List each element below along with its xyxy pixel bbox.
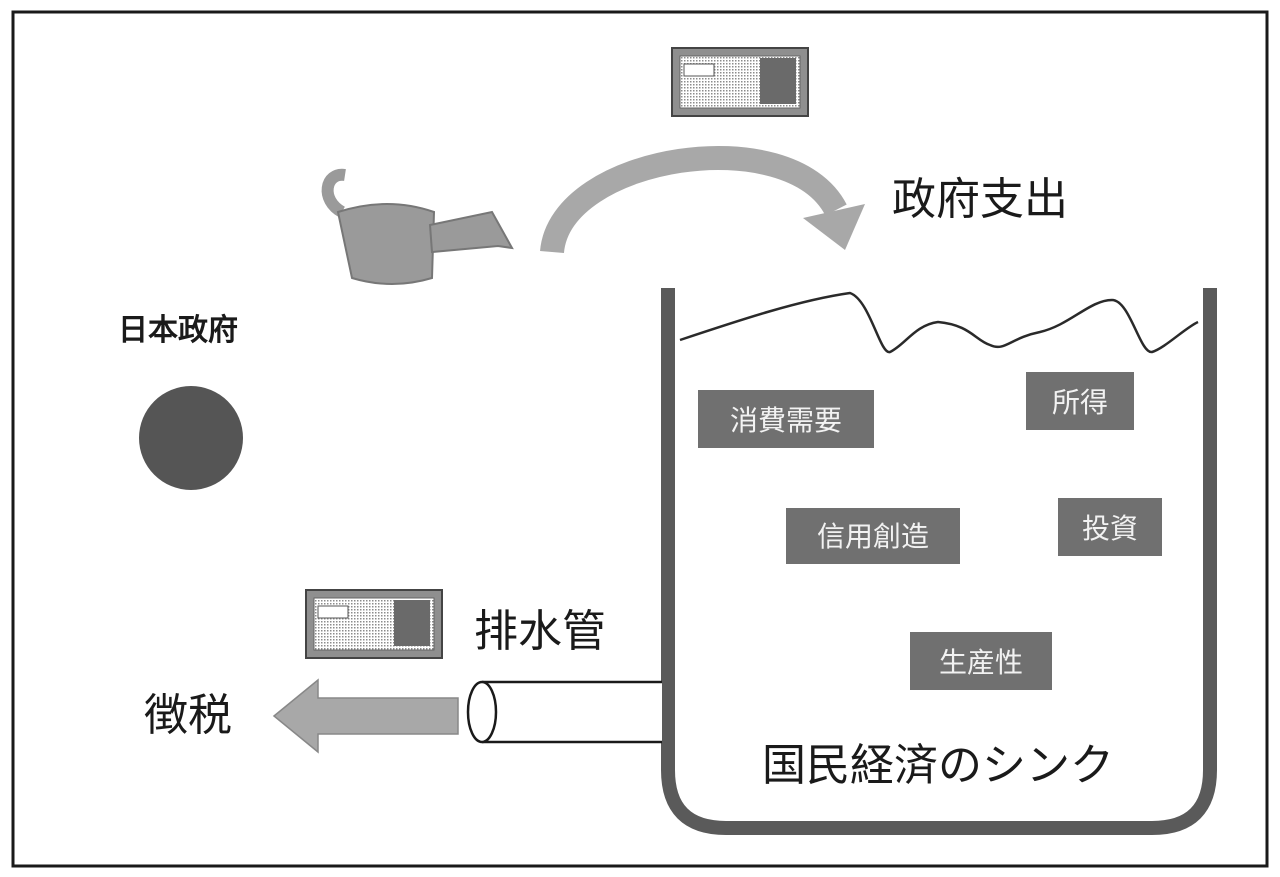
banknote-icon bbox=[305, 589, 443, 659]
tax-arrow bbox=[272, 678, 459, 754]
drain-pipe-label: 排水管 bbox=[474, 606, 606, 657]
water-surface bbox=[679, 291, 1199, 354]
item-income: 所得 bbox=[1026, 372, 1134, 430]
spending-label: 政府支出 bbox=[892, 174, 1068, 225]
watering-can-icon bbox=[321, 168, 514, 285]
government-label: 日本政府 bbox=[118, 313, 238, 348]
item-investment: 投資 bbox=[1058, 498, 1162, 556]
item-consumption-label: 消費需要 bbox=[730, 404, 842, 437]
item-productivity-label: 生産性 bbox=[939, 646, 1023, 679]
item-credit-creation-label: 信用創造 bbox=[817, 520, 929, 553]
hinomaru-circle-icon bbox=[139, 386, 243, 490]
drain-pipe bbox=[466, 680, 662, 744]
sink-title: 国民経済のシンク bbox=[762, 740, 1114, 791]
banknote-icon bbox=[671, 47, 809, 117]
item-consumption: 消費需要 bbox=[698, 390, 874, 448]
item-productivity: 生産性 bbox=[910, 632, 1052, 690]
economy-sink bbox=[661, 288, 1217, 835]
item-income-label: 所得 bbox=[1052, 386, 1108, 419]
item-credit-creation: 信用創造 bbox=[786, 508, 960, 564]
item-investment-label: 投資 bbox=[1082, 512, 1138, 545]
spending-arrow bbox=[540, 146, 865, 255]
tax-label: 徴税 bbox=[144, 690, 232, 741]
